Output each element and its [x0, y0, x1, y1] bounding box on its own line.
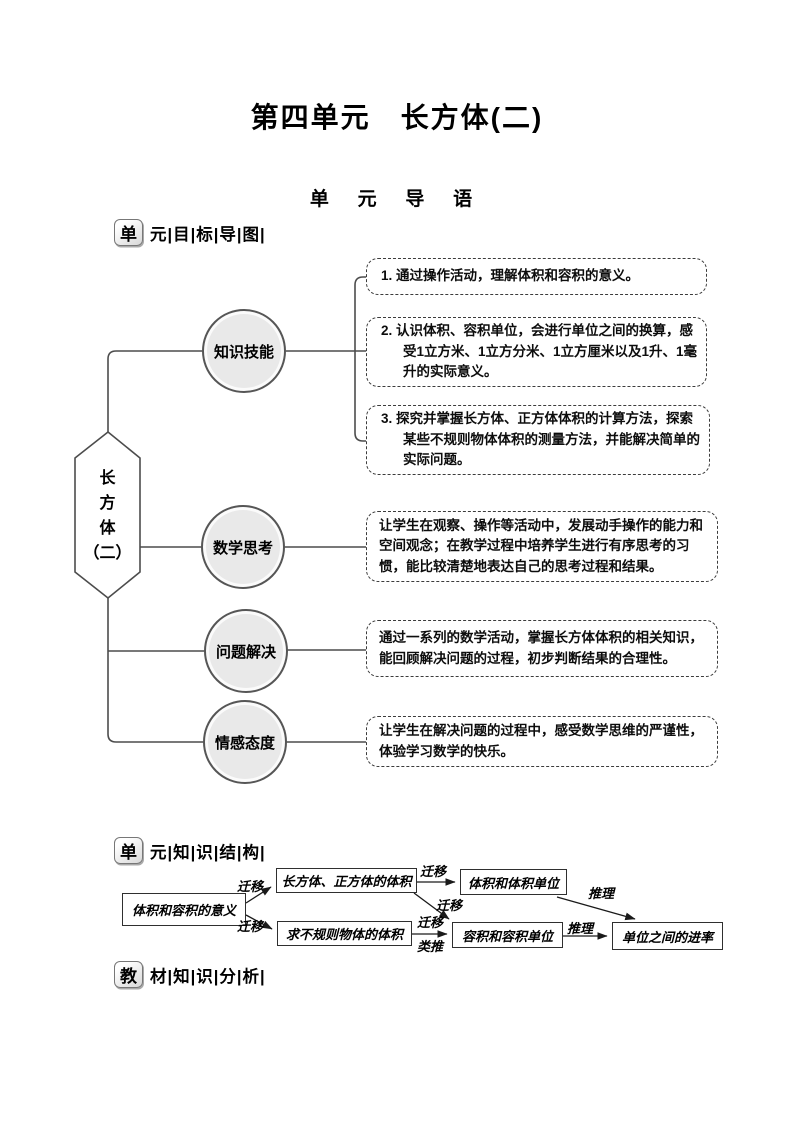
root-char: 体: [99, 519, 116, 537]
flow-edge-label: 推理: [567, 921, 594, 936]
root-char: （二）: [83, 544, 132, 562]
math-thinking-box: 让学生在观察、操作等活动中，发展动手操作的能力和空间观念；在教学过程中培养学生进…: [366, 511, 718, 582]
section-label: 材|知|识|分|析|: [150, 967, 266, 986]
section-label: 元|知|识|结|构|: [150, 843, 266, 862]
section-header-knowledge-structure: 单 元|知|识|结|构|: [114, 837, 266, 864]
goal-text: 通过一系列的数学活动，掌握长方体体积的相关知识，能回顾解决问题的过程，初步判断结…: [379, 630, 703, 666]
section-badge: 单: [114, 219, 143, 246]
goal-box-2: 2. 认识体积、容积单位，会进行单位之间的换算，感受1立方米、1立方分米、1立方…: [366, 317, 707, 387]
emotion-attitude-box: 让学生在解决问题的过程中，感受数学思维的严谨性，体验学习数学的快乐。: [366, 716, 718, 767]
root-char: 长: [99, 469, 116, 487]
unit-intro-subtitle: 单 元 导 语: [309, 189, 485, 210]
flow-node-meaning: 体积和容积的意义: [122, 893, 246, 926]
flow-edge-label: 迁移: [237, 919, 264, 934]
branch-circle-problem-solving: 问题解决: [204, 609, 288, 693]
flow-node-unit-rates: 单位之间的进率: [612, 922, 723, 950]
section-header-goal-map: 单 元|目|标|导|图|: [114, 219, 266, 246]
problem-solving-box: 通过一系列的数学活动，掌握长方体体积的相关知识，能回顾解决问题的过程，初步判断结…: [366, 620, 718, 677]
section-label: 元|目|标|导|图|: [150, 225, 266, 244]
section-badge: 单: [114, 837, 143, 864]
goal-text: 1. 通过操作活动，理解体积和容积的意义。: [381, 268, 640, 284]
mindmap-root-hexagon: 长 方 体 （二）: [75, 440, 140, 592]
branch-circle-knowledge-skills: 知识技能: [202, 309, 286, 393]
flow-node-cuboid-volume: 长方体、正方体的体积: [276, 868, 417, 893]
flow-node-irregular-volume: 求不规则物体的体积: [277, 921, 412, 946]
flow-edge-label: 类推: [417, 939, 444, 954]
goal-text: 3. 探究并掌握长方体、正方体体积的计算方法，探索某些不规则物体体积的测量方法，…: [381, 411, 700, 468]
page-title: 第四单元 长方体(二): [250, 102, 544, 133]
goal-text: 让学生在观察、操作等活动中，发展动手操作的能力和空间观念；在教学过程中培养学生进…: [379, 517, 703, 574]
flow-edge-label: 迁移: [417, 915, 444, 930]
flow-node-volume-units: 体积和体积单位: [460, 869, 567, 895]
flow-edge-label: 迁移: [420, 864, 447, 879]
goal-text: 2. 认识体积、容积单位，会进行单位之间的换算，感受1立方米、1立方分米、1立方…: [381, 323, 698, 380]
flow-node-capacity-units: 容积和容积单位: [452, 922, 563, 948]
goal-box-3: 3. 探究并掌握长方体、正方体体积的计算方法，探索某些不规则物体体积的测量方法，…: [366, 405, 710, 475]
flow-edge-label: 迁移: [436, 898, 463, 913]
goal-box-1: 1. 通过操作活动，理解体积和容积的意义。: [366, 258, 707, 295]
root-char: 方: [99, 494, 116, 512]
goal-text: 让学生在解决问题的过程中，感受数学思维的严谨性，体验学习数学的快乐。: [379, 723, 703, 759]
branch-circle-emotion-attitude: 情感态度: [203, 700, 287, 784]
branch-circle-math-thinking: 数学思考: [201, 505, 285, 589]
section-header-material-analysis: 教 材|知|识|分|析|: [114, 961, 266, 988]
section-badge: 教: [114, 961, 143, 988]
flow-edge-label: 迁移: [237, 879, 264, 894]
flow-edge-label: 推理: [588, 886, 615, 901]
